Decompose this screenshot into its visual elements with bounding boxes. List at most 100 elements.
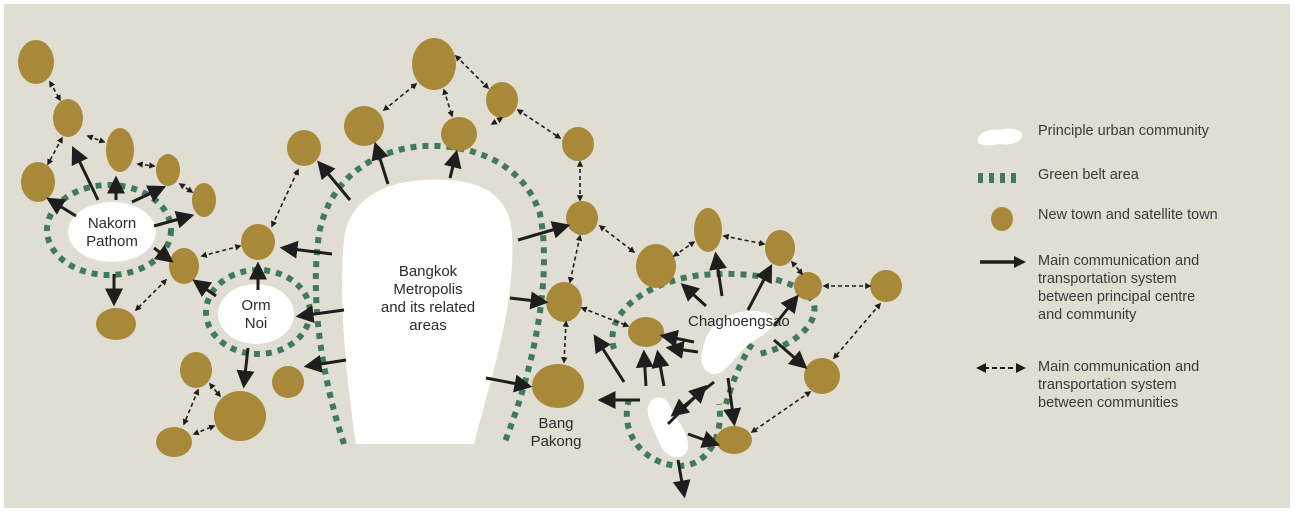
town xyxy=(156,427,192,457)
double-arrow-icon xyxy=(976,363,1026,373)
main-arrow xyxy=(443,149,462,179)
main-arrow xyxy=(746,264,773,311)
town xyxy=(441,117,477,151)
main-arrow xyxy=(773,338,808,369)
town xyxy=(18,40,54,84)
community-arrow xyxy=(442,88,454,118)
community-arrow xyxy=(49,80,61,102)
main-arrow xyxy=(680,282,708,308)
main-arrow xyxy=(593,334,626,383)
town xyxy=(628,317,664,347)
legend-label: Main communication and transportation sy… xyxy=(1038,253,1200,323)
main-arrow xyxy=(665,340,699,359)
town xyxy=(532,364,584,408)
main-arrow xyxy=(709,251,727,297)
main-arrow xyxy=(687,430,721,448)
main-arrow xyxy=(317,160,352,201)
town xyxy=(486,82,518,118)
main-arrow xyxy=(772,294,799,327)
town xyxy=(804,358,840,394)
main-arrow xyxy=(651,349,670,387)
main-arrow xyxy=(236,347,255,389)
town xyxy=(794,272,822,300)
community-arrow xyxy=(750,391,812,433)
main-arrow xyxy=(666,384,708,426)
town xyxy=(566,201,598,235)
community-arrow xyxy=(134,278,168,312)
town xyxy=(192,183,216,217)
town xyxy=(272,366,304,398)
community-arrow xyxy=(832,302,882,360)
town xyxy=(765,230,795,266)
main-arrow-layer xyxy=(46,141,808,499)
main-arrow xyxy=(279,240,333,259)
main-arrow xyxy=(303,355,347,373)
green-belt-bangkok xyxy=(312,142,547,446)
town xyxy=(96,308,136,340)
town xyxy=(716,426,752,454)
town xyxy=(214,391,266,441)
town xyxy=(21,162,55,202)
community-arrow xyxy=(86,134,106,144)
town xyxy=(412,38,456,90)
legend-label: Green belt area xyxy=(1038,167,1139,183)
urban-orm-noi xyxy=(218,284,294,344)
town xyxy=(241,224,275,260)
community-arrow xyxy=(722,233,766,247)
community-arrow xyxy=(516,109,562,139)
legend-label: Main communication and transportation sy… xyxy=(1038,359,1200,411)
town xyxy=(636,244,676,288)
main-arrow xyxy=(517,221,571,242)
town xyxy=(180,352,212,388)
community-arrow xyxy=(208,382,222,398)
main-arrow xyxy=(485,374,533,393)
main-arrow xyxy=(672,459,691,499)
community-arrow xyxy=(271,168,299,228)
community-arrow xyxy=(382,82,418,112)
main-arrow xyxy=(295,305,345,324)
town xyxy=(546,282,582,322)
main-arrow xyxy=(192,279,217,298)
town xyxy=(287,130,321,166)
community-arrow xyxy=(580,306,630,328)
main-arrow xyxy=(723,377,742,427)
town xyxy=(694,208,722,252)
main-arrow xyxy=(635,349,654,387)
community-arrow xyxy=(567,234,583,284)
town-layer xyxy=(18,38,902,457)
community-arrow xyxy=(47,136,63,166)
town xyxy=(106,128,134,172)
new-town-icon xyxy=(991,207,1013,231)
urban-chaghoengsao xyxy=(701,310,775,375)
urban-nakorn-pathom xyxy=(68,202,156,262)
main-arrow xyxy=(509,291,549,310)
urban-bangkok xyxy=(342,179,513,444)
community-arrow xyxy=(178,183,194,193)
town xyxy=(562,127,594,161)
urban-chaghoengsao-lower xyxy=(647,397,689,458)
community-arrow xyxy=(200,244,242,258)
town xyxy=(156,154,180,186)
community-arrow xyxy=(192,424,216,436)
main-arrow xyxy=(131,185,167,204)
community-arrow-layer xyxy=(47,54,882,436)
main-arrow-icon xyxy=(980,256,1026,268)
urban-community-icon xyxy=(977,128,1023,146)
community-arrow xyxy=(598,225,636,253)
community-arrow xyxy=(561,320,569,364)
town xyxy=(53,99,83,137)
community-arrow xyxy=(182,388,200,426)
town xyxy=(344,106,384,146)
urban-layer xyxy=(68,179,775,458)
main-arrow xyxy=(153,210,195,229)
community-arrow xyxy=(454,54,490,90)
community-arrow xyxy=(672,241,696,257)
legend-label: New town and satellite town xyxy=(1038,207,1218,223)
town xyxy=(870,270,902,302)
